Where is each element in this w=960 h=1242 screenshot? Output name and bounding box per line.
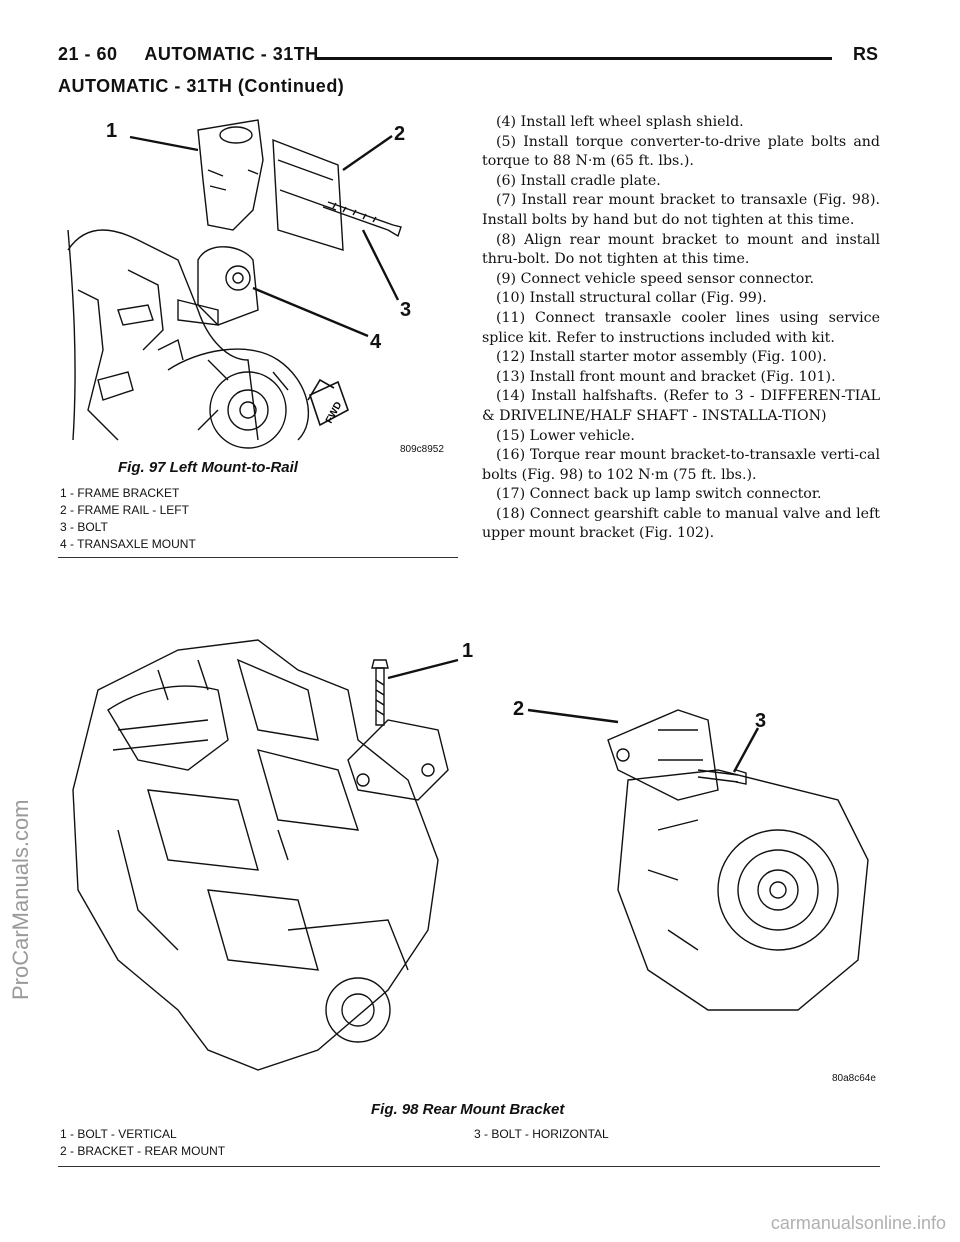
step-text: (5) Install torque converter-to-drive pl… bbox=[482, 133, 880, 170]
step-text: (10) Install structural collar (Fig. 99)… bbox=[496, 290, 767, 307]
fig98-legend-item: 3 - BOLT - HORIZONTAL bbox=[474, 1127, 609, 1141]
step-text: (11) Connect transaxle cooler lines usin… bbox=[482, 309, 880, 346]
fig98-legend-right: 3 - BOLT - HORIZONTAL bbox=[474, 1126, 609, 1143]
fig98-bottom-rule bbox=[58, 1166, 880, 1167]
fig98-legend-item: 2 - BRACKET - REAR MOUNT bbox=[60, 1144, 226, 1158]
fig98-image-code: 80a8c64e bbox=[832, 1073, 876, 1084]
fig97-legend-item: 3 - BOLT bbox=[60, 520, 108, 534]
step-text: (9) Connect vehicle speed sensor connect… bbox=[496, 270, 815, 287]
fig97-image-code: 809c8952 bbox=[400, 444, 444, 455]
page-header: 21 - 60 AUTOMATIC - 31TH RS bbox=[58, 44, 878, 74]
fig98-callout-1: 1 bbox=[462, 640, 473, 662]
left-mount-drawing: 1 2 3 4 FWD bbox=[67, 119, 411, 449]
fig97-bottom-rule bbox=[58, 557, 458, 558]
step-text: (12) Install starter motor assembly (Fig… bbox=[496, 349, 827, 366]
side-watermark: ProCarManuals.com bbox=[8, 799, 33, 1000]
section-title: AUTOMATIC - 31TH (Continued) bbox=[58, 76, 345, 96]
fig98-callout-3: 3 bbox=[755, 710, 766, 732]
step-text: (8) Align rear mount bracket to mount an… bbox=[482, 231, 880, 268]
bottom-watermark: carmanualsonline.info bbox=[770, 1213, 946, 1233]
fig97-legend-item: 2 - FRAME RAIL - LEFT bbox=[60, 503, 189, 517]
installation-steps: (4) Install left wheel splash shield. (5… bbox=[482, 113, 880, 544]
fig97-legend-item: 1 - FRAME BRACKET bbox=[60, 486, 180, 500]
fig97-legend: 1 - FRAME BRACKET 2 - FRAME RAIL - LEFT … bbox=[60, 485, 196, 553]
fig97-callout-2: 2 bbox=[394, 123, 405, 145]
fig97-callout-4: 4 bbox=[370, 331, 382, 353]
figure-98-illustration: 1 2 3 bbox=[58, 630, 880, 1090]
step-text: (14) Install halfshafts. (Refer to 3 - D… bbox=[482, 388, 880, 424]
fig97-caption: Fig. 97 Left Mount-to-Rail bbox=[118, 459, 298, 476]
step-text: (13) Install front mount and bracket (Fi… bbox=[496, 368, 836, 385]
header-model: RS bbox=[852, 44, 878, 64]
rear-mount-bracket-drawing: 1 2 3 bbox=[72, 639, 869, 1071]
step-text: (6) Install cradle plate. bbox=[496, 172, 661, 189]
header-rule bbox=[316, 57, 832, 60]
step-text: (17) Connect back up lamp switch connect… bbox=[496, 486, 822, 503]
fig98-callout-2: 2 bbox=[513, 698, 524, 720]
fig98-caption: Fig. 98 Rear Mount Bracket bbox=[371, 1101, 565, 1118]
step-text: (16) Torque rear mount bracket-to-transa… bbox=[482, 447, 880, 483]
fig97-callout-3: 3 bbox=[400, 299, 411, 321]
fig98-legend-item: 1 - BOLT - VERTICAL bbox=[60, 1127, 177, 1141]
step-text: (4) Install left wheel splash shield. bbox=[496, 114, 744, 130]
step-text: (18) Connect gearshift cable to manual v… bbox=[482, 505, 880, 542]
step-text: (15) Lower vehicle. bbox=[496, 427, 635, 444]
figure-97-illustration: 1 2 3 4 FWD bbox=[58, 110, 458, 450]
step-text: (7) Install rear mount bracket to transa… bbox=[482, 192, 880, 228]
fig97-callout-1: 1 bbox=[106, 120, 117, 142]
fig98-legend-left: 1 - BOLT - VERTICAL 2 - BRACKET - REAR M… bbox=[60, 1126, 225, 1160]
fig97-legend-item: 4 - TRANSAXLE MOUNT bbox=[60, 537, 196, 551]
header-page-section: 21 - 60 AUTOMATIC - 31TH bbox=[58, 44, 319, 64]
